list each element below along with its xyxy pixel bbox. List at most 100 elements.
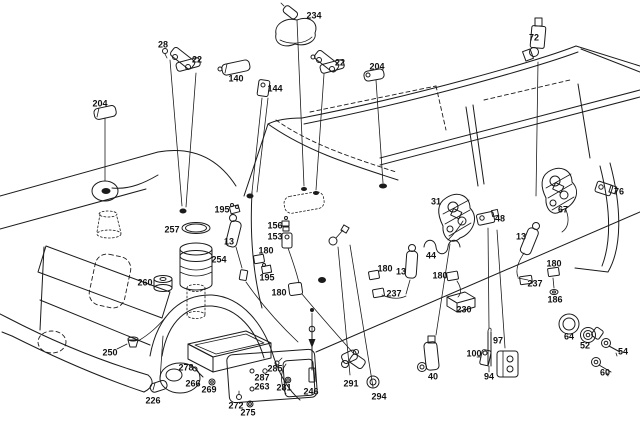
part-label-64: 64 — [563, 331, 575, 342]
part-label-54: 54 — [617, 346, 629, 357]
part-label-237: 237 — [386, 288, 402, 299]
part-glyph-180-clip-a — [253, 253, 265, 265]
part-label-13: 13 — [515, 231, 527, 242]
part-label-234: 234 — [306, 10, 322, 21]
part-glyph-281-nut — [284, 376, 292, 384]
part-label-250: 250 — [102, 347, 118, 358]
part-glyph-266-screw — [192, 366, 204, 378]
part-glyph-263-plate — [226, 348, 318, 404]
part-glyph-180-clip-b — [368, 269, 380, 281]
part-label-281: 281 — [276, 382, 292, 393]
part-label-22: 22 — [334, 57, 346, 68]
part-label-180: 180 — [258, 245, 274, 256]
part-glyph-grommet-door — [318, 277, 326, 283]
part-glyph-97-rod — [487, 327, 492, 373]
part-glyph-285-screw — [274, 357, 283, 366]
part-glyph-180-clip-d — [547, 266, 560, 278]
part-glyph-153 — [281, 232, 300, 284]
part-glyph-195-clip-upper — [228, 203, 241, 215]
part-glyph-64-grommet — [558, 313, 580, 335]
part-glyph-180-clip-c — [446, 270, 461, 298]
part-glyph-226 — [149, 379, 168, 393]
part-glyph-269-nut — [208, 378, 216, 386]
part-label-72: 72 — [528, 32, 540, 43]
part-glyph-72-actuator — [522, 17, 547, 62]
part-label-22: 22 — [191, 54, 203, 65]
part-label-272: 272 — [228, 400, 244, 411]
part-label-60: 60 — [599, 367, 611, 378]
part-label-52: 52 — [579, 340, 591, 351]
part-label-237: 237 — [527, 278, 543, 289]
part-glyph-278-tray — [187, 330, 272, 373]
part-glyph-291-valve — [341, 349, 366, 370]
part-label-100: 100 — [466, 348, 482, 359]
part-label-275: 275 — [240, 407, 256, 418]
part-glyph-44-coil — [423, 220, 464, 255]
part-glyph-272-screw — [236, 390, 242, 400]
part-glyph-60-key — [591, 357, 612, 377]
part-label-257: 257 — [164, 224, 180, 235]
part-glyph-52-lock-cylinder — [580, 326, 604, 343]
part-label-140: 140 — [228, 73, 244, 84]
part-label-287: 287 — [254, 372, 270, 383]
part-label-285: 285 — [267, 363, 283, 374]
part-label-13: 13 — [395, 266, 407, 277]
part-label-266: 266 — [185, 378, 201, 389]
part-glyph-254-piston — [179, 242, 213, 319]
part-glyph-54-key — [601, 338, 621, 357]
part-glyph-294-grommet — [366, 375, 380, 389]
part-glyph-13-actuator-mid — [381, 244, 419, 299]
part-glyph-40-actuator — [417, 335, 440, 372]
part-glyph-156 — [281, 216, 290, 232]
part-glyph-48-bracket — [476, 208, 500, 226]
part-glyph-237-clip-a — [372, 287, 385, 299]
part-glyph-195-clip-lower — [261, 263, 273, 275]
part-label-204: 204 — [92, 98, 108, 109]
part-glyph-door-knob — [328, 224, 350, 246]
part-label-31: 31 — [430, 196, 442, 207]
part-label-278: 278 — [178, 362, 194, 373]
part-label-230: 230 — [456, 304, 472, 315]
part-glyph-246-bolt — [308, 325, 316, 383]
part-glyph-186 — [549, 289, 559, 295]
part-glyph-257-ring — [181, 222, 211, 234]
car-body-outline — [0, 45, 640, 401]
part-label-67: 67 — [557, 204, 569, 215]
part-label-76: 76 — [613, 186, 625, 197]
part-label-44: 44 — [425, 250, 437, 261]
part-label-180: 180 — [546, 258, 562, 269]
part-glyph-94-lock-block — [496, 350, 519, 378]
part-label-156: 156 — [267, 220, 283, 231]
part-glyph-28 — [162, 48, 168, 59]
part-glyph-234 — [280, 2, 299, 20]
part-label-180: 180 — [271, 287, 287, 298]
part-glyph-237-clip-b — [519, 274, 533, 286]
part-glyph-100-lever — [476, 349, 492, 366]
part-label-263: 263 — [254, 381, 270, 392]
part-glyph-76-bracket — [594, 180, 618, 197]
part-glyph-144 — [256, 79, 271, 97]
part-glyph-headrest-pad — [275, 18, 317, 47]
part-label-195: 195 — [259, 272, 275, 283]
part-label-40: 40 — [427, 371, 439, 382]
part-label-269: 269 — [201, 384, 217, 395]
part-glyph-67-lock — [541, 167, 577, 233]
part-glyph-260 — [153, 275, 173, 292]
part-label-97: 97 — [492, 335, 504, 346]
part-glyph-204-left — [93, 105, 117, 120]
part-label-195: 195 — [214, 204, 230, 215]
part-glyph-287-washer — [262, 368, 268, 374]
part-label-186: 186 — [547, 294, 563, 305]
part-label-13: 13 — [223, 236, 235, 247]
part-glyph-22-left — [170, 47, 201, 72]
part-label-180: 180 — [377, 263, 393, 274]
part-glyph-275-nut — [246, 400, 254, 408]
part-label-153: 153 — [267, 231, 283, 242]
part-glyph-204-right — [363, 68, 385, 82]
part-label-260: 260 — [137, 277, 153, 288]
part-glyph-13-actuator-front — [225, 214, 299, 343]
part-glyph-230-box — [446, 291, 476, 313]
